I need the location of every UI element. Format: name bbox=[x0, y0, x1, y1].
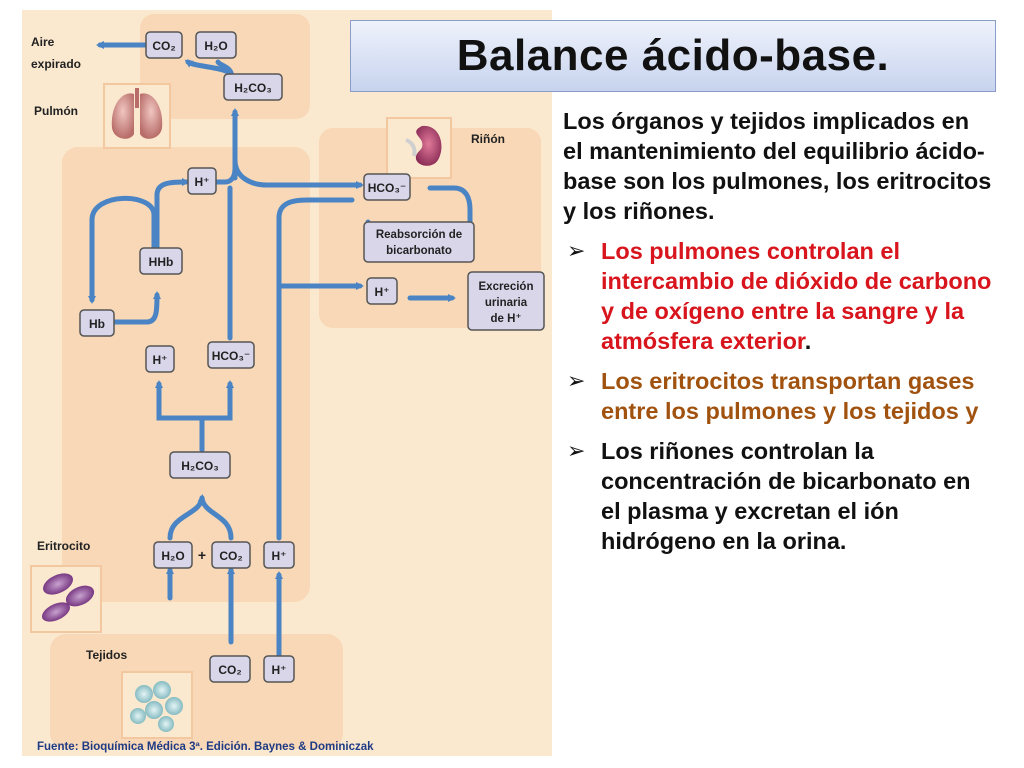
bullet-item-rinones: ➢ Los riñones controlan la concentración… bbox=[563, 436, 993, 556]
box-excrecion: Excreción urinaria de H⁺ bbox=[467, 271, 545, 331]
box-h-pulmon: H⁺ bbox=[187, 167, 217, 195]
bullet-text-eritrocitos: Los eritrocitos transportan gases entre … bbox=[601, 368, 979, 424]
box-hco3-renal: HCO₃⁻ bbox=[363, 173, 411, 201]
text-body: Los órganos y tejidos implicados en el m… bbox=[563, 106, 993, 566]
box-co2-eritrocito: CO₂ bbox=[211, 541, 251, 569]
box-h2co3-top: H₂CO₃ bbox=[223, 73, 283, 101]
bullet-text-rinones: Los riñones controlan la concentración d… bbox=[601, 438, 971, 554]
page-title: Balance ácido-base. bbox=[456, 31, 890, 80]
box-h2co3-eritrocito: H₂CO₃ bbox=[169, 451, 231, 479]
arrow-bullet-icon: ➢ bbox=[567, 368, 586, 393]
svg-text:Reabsorción de: Reabsorción de bbox=[376, 229, 462, 241]
svg-text:H⁺: H⁺ bbox=[375, 285, 390, 299]
arrow-bullet-icon: ➢ bbox=[567, 438, 586, 463]
kidney-image bbox=[386, 117, 452, 179]
arrow-bullet-icon: ➢ bbox=[567, 238, 586, 263]
box-hco3-eritrocito: HCO₃⁻ bbox=[207, 341, 255, 369]
box-hhb: HHb bbox=[139, 247, 183, 275]
label-pulmon: Pulmón bbox=[34, 104, 78, 118]
label-eritrocito: Eritrocito bbox=[37, 539, 90, 553]
box-h-eritrocito: H⁺ bbox=[145, 345, 175, 373]
svg-text:H⁺: H⁺ bbox=[272, 663, 287, 677]
svg-text:H⁺: H⁺ bbox=[153, 353, 168, 367]
label-rinon: Riñón bbox=[471, 132, 505, 146]
box-co2-tejidos: CO₂ bbox=[209, 655, 251, 683]
intro-paragraph: Los órganos y tejidos implicados en el m… bbox=[563, 108, 992, 224]
source-caption: Fuente: Bioquímica Médica 3ª. Edición. B… bbox=[37, 741, 374, 753]
svg-text:HCO₃⁻: HCO₃⁻ bbox=[368, 181, 407, 195]
box-reabsorcion: Reabsorción de bicarbonato bbox=[363, 221, 475, 263]
box-co2-top: CO₂ bbox=[145, 31, 183, 59]
svg-text:CO₂: CO₂ bbox=[152, 39, 175, 53]
svg-text:H₂CO₃: H₂CO₃ bbox=[234, 81, 272, 95]
svg-text:H₂CO₃: H₂CO₃ bbox=[181, 459, 219, 473]
box-h2o-eritrocito: H₂O bbox=[153, 541, 193, 569]
svg-text:urinaria: urinaria bbox=[485, 297, 528, 309]
plus-sign: + bbox=[198, 547, 206, 563]
box-h-right: H⁺ bbox=[263, 541, 295, 569]
svg-text:H₂O: H₂O bbox=[204, 39, 227, 53]
svg-text:bicarbonato: bicarbonato bbox=[386, 245, 452, 257]
bullet-item-eritrocitos: ➢ Los eritrocitos transportan gases entr… bbox=[563, 366, 993, 426]
acid-base-diagram: Aire expirado Pulmón Riñón Eritrocito Tej… bbox=[22, 10, 552, 756]
label-expirado: expirado bbox=[31, 57, 81, 71]
svg-text:CO₂: CO₂ bbox=[218, 663, 241, 677]
lung-image bbox=[103, 83, 171, 149]
svg-text:CO₂: CO₂ bbox=[219, 549, 242, 563]
arrows bbox=[88, 41, 473, 663]
label-tejidos: Tejidos bbox=[86, 648, 127, 662]
svg-text:HHb: HHb bbox=[149, 255, 174, 269]
svg-text:H⁺: H⁺ bbox=[272, 549, 287, 563]
bullet-text-pulmones: Los pulmones controlan el intercambio de… bbox=[601, 238, 992, 354]
label-aire-expirado-1: Aire expirado bbox=[31, 35, 81, 71]
svg-text:HCO₃⁻: HCO₃⁻ bbox=[212, 349, 251, 363]
label-aire: Aire bbox=[31, 35, 55, 49]
region-main bbox=[62, 147, 310, 602]
title-box: Balance ácido-base. bbox=[350, 20, 996, 92]
svg-text:H₂O: H₂O bbox=[161, 549, 184, 563]
svg-text:Excreción: Excreción bbox=[479, 281, 534, 293]
svg-text:Hb: Hb bbox=[89, 317, 105, 331]
bullet-item-pulmones: ➢ Los pulmones controlan el intercambio … bbox=[563, 236, 993, 356]
erythrocyte-image bbox=[30, 565, 102, 633]
box-h-renal: H⁺ bbox=[366, 277, 398, 305]
box-hb: Hb bbox=[79, 309, 115, 337]
box-h2o-top: H₂O bbox=[195, 31, 237, 59]
svg-text:de H⁺: de H⁺ bbox=[491, 313, 522, 325]
bullet-list: ➢ Los pulmones controlan el intercambio … bbox=[563, 236, 993, 556]
svg-text:H⁺: H⁺ bbox=[195, 175, 210, 189]
box-h-tejidos: H⁺ bbox=[263, 655, 295, 683]
tissue-cells-image bbox=[121, 671, 193, 739]
bullet-tail-pulmones: . bbox=[804, 328, 812, 354]
